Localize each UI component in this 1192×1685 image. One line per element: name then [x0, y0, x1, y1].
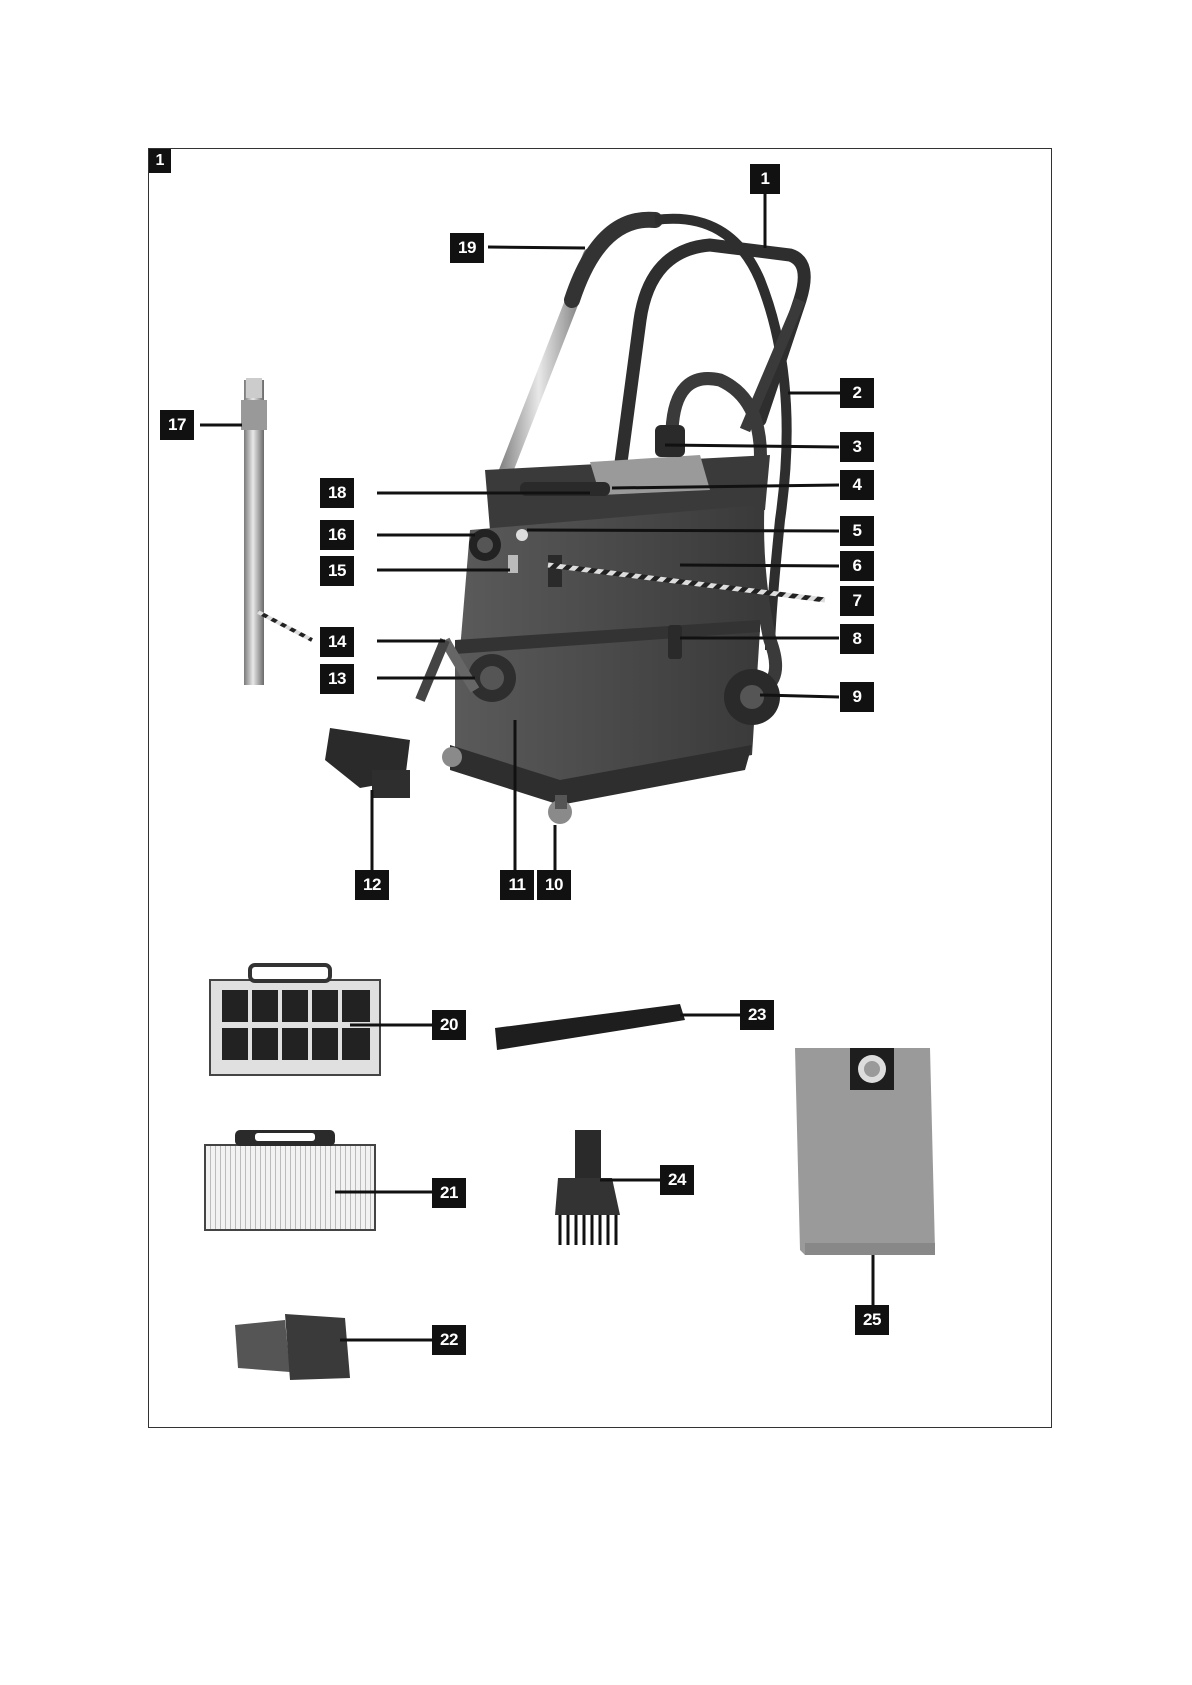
callout-21: 21	[432, 1178, 466, 1208]
callout-10: 10	[537, 870, 571, 900]
figure-number-badge: 1	[149, 149, 171, 173]
power-switch	[516, 529, 528, 541]
callout-9: 9	[840, 682, 874, 712]
callout-23: 23	[740, 1000, 774, 1030]
callout-16: 16	[320, 520, 354, 550]
callout-25: 25	[855, 1305, 889, 1335]
callout-19: 19	[450, 233, 484, 263]
dust-bag	[795, 1048, 935, 1255]
callout-18: 18	[320, 478, 354, 508]
carbon-filter	[210, 965, 380, 1075]
callout-13: 13	[320, 664, 354, 694]
callout-5: 5	[840, 516, 874, 546]
castor-left	[442, 747, 462, 767]
fine-filter	[205, 1130, 375, 1230]
socket	[548, 555, 562, 587]
callout-17: 17	[160, 410, 194, 440]
callout-7: 7	[840, 586, 874, 616]
callout-2: 2	[840, 378, 874, 408]
callout-20: 20	[432, 1010, 466, 1040]
callout-24: 24	[660, 1165, 694, 1195]
hose-connector	[655, 425, 685, 457]
callout-6: 6	[840, 551, 874, 581]
callout-1: 1	[750, 164, 780, 194]
brush-nozzle	[555, 1130, 620, 1245]
callout-8: 8	[840, 624, 874, 654]
callout-4: 4	[840, 470, 874, 500]
latch	[668, 625, 682, 659]
callout-12: 12	[355, 870, 389, 900]
callout-15: 15	[320, 556, 354, 586]
callout-3: 3	[840, 432, 874, 462]
callout-14: 14	[320, 627, 354, 657]
callout-22: 22	[432, 1325, 466, 1355]
crevice-nozzle	[495, 1004, 685, 1050]
callout-11: 11	[500, 870, 534, 900]
adapter	[235, 1314, 350, 1380]
